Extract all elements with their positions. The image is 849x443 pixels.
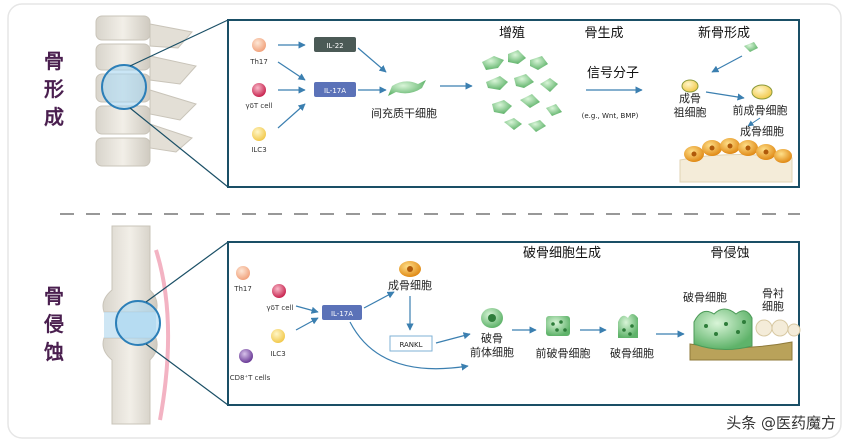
top-gdt-label: γδT cell <box>246 102 273 110</box>
pre-osteoclast-label: 前破骨细胞 <box>536 346 591 360</box>
spine-illustration <box>95 15 229 188</box>
spine-zoom-circle <box>101 64 147 110</box>
top-side-char-1: 骨 <box>44 49 64 73</box>
bottom-th17-icon <box>236 266 250 280</box>
osteoprogenitor-icon <box>681 79 699 93</box>
knee-illustration <box>102 225 229 425</box>
osteoprogenitor-label-line2: 祖细胞 <box>674 105 707 119</box>
bottom-th17-label: Th17 <box>233 285 252 293</box>
precursor-label-line2: 前体细胞 <box>470 345 514 359</box>
bottom-gdt-label: γδT cell <box>267 304 294 312</box>
outer-frame <box>7 3 842 439</box>
cd8-cell-icon <box>239 349 253 363</box>
top-osteoblast-label: 成骨细胞 <box>740 125 784 138</box>
cd8-label: CD8⁺T cells <box>230 374 271 382</box>
bone-lining-label-line2: 细胞 <box>762 300 784 313</box>
rankl-box <box>389 335 433 352</box>
new-bone-msc-icon <box>744 42 758 52</box>
rankl-label: RANKL <box>399 341 422 349</box>
bone-erosion-label: 骨侵蚀 <box>710 245 749 261</box>
bottom-il17a-label: IL-17A <box>331 310 353 318</box>
osteoclast-icon <box>618 314 638 338</box>
msc-cell-icon <box>388 80 426 96</box>
pre-osteoblast-label: 前成骨细胞 <box>733 103 788 117</box>
bottom-gdt-icon <box>272 284 286 298</box>
top-il17a-box <box>314 82 356 97</box>
osteoprogenitor-label-line1: 成骨 <box>679 92 701 105</box>
bottom-ilc3-label: ILC3 <box>270 350 285 358</box>
proliferating-cells-cluster <box>482 50 562 132</box>
bottom-il17a-box <box>322 305 362 320</box>
msc-label: 间充质干细胞 <box>371 106 437 120</box>
precursor-label-line1: 破骨 <box>481 331 503 345</box>
new-bone-surface <box>679 138 793 183</box>
watermark-text: 头条 @医药魔方 <box>726 414 836 432</box>
bottom-side-char-2: 侵 <box>43 312 64 336</box>
bottom-side-char-1: 骨 <box>44 284 64 308</box>
il22-label: IL-22 <box>326 42 343 50</box>
bottom-ilc3-icon <box>271 329 285 343</box>
gdt-cell-icon <box>252 83 266 97</box>
top-il17a-label: IL-17A <box>324 87 346 95</box>
signal-molecule-label: 信号分子 <box>587 66 639 81</box>
pre-osteoblast-icon <box>751 84 773 100</box>
bone-erosion-surface <box>689 308 801 361</box>
osteoclastogenesis-label: 破骨细胞生成 <box>523 246 601 261</box>
top-side-char-3: 成 <box>44 105 64 129</box>
il22-box <box>314 37 356 52</box>
knee-zoom-circle <box>115 300 161 346</box>
bottom-side-char-3: 蚀 <box>43 340 64 364</box>
stage-new-bone-label: 新骨形成 <box>698 25 750 41</box>
osteoclast-2-label: 破骨细胞 <box>683 290 727 304</box>
ilc3-cell-icon <box>252 127 266 141</box>
bottom-osteoblast-label: 成骨细胞 <box>388 279 432 292</box>
signal-examples-label: (e.g., Wnt, BMP) <box>582 112 639 120</box>
top-th17-label: Th17 <box>249 58 268 66</box>
bone-lining-label-line1: 骨衬 <box>762 287 784 300</box>
stage-bone-generation-label: 骨生成 <box>584 26 623 41</box>
th17-cell-icon <box>252 38 266 52</box>
top-side-char-2: 形 <box>44 77 64 101</box>
stage-proliferation-label: 增殖 <box>499 25 525 41</box>
pre-osteoclast-icon <box>546 316 570 336</box>
top-ilc3-label: ILC3 <box>251 146 266 154</box>
osteoclast-label: 破骨细胞 <box>610 346 654 360</box>
